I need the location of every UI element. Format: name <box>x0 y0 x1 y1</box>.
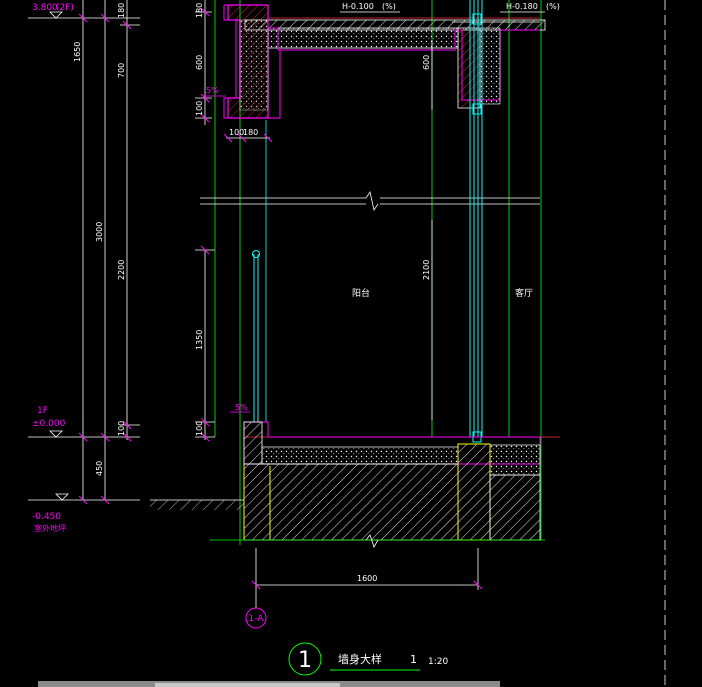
floor-height-left: H-0.100 <box>342 2 374 11</box>
room-label-left: 阳台 <box>352 287 370 299</box>
dim-wall-180: 180 <box>195 3 204 18</box>
dim-3000: 3000 <box>95 222 104 242</box>
title-text: 墙身大样 <box>338 652 382 666</box>
level-outdoor-name: 室外地坪 <box>34 523 66 533</box>
glass-wall <box>452 0 540 443</box>
axis-label: 1-A <box>249 614 265 624</box>
level-2f-name: (2F) <box>56 3 74 13</box>
dim-wall-600: 600 <box>195 55 204 70</box>
dim-2100: 2100 <box>422 260 431 280</box>
horizontal-scrollbar[interactable] <box>38 681 500 687</box>
dim-sill-100: 100 <box>195 421 204 436</box>
dim-1350: 1350 <box>195 330 204 350</box>
dim-beam-180: 180 <box>243 128 258 137</box>
dim-1650: 1650 <box>73 42 82 62</box>
dim-700: 700 <box>117 63 126 78</box>
dim-wall-100: 100 <box>195 101 204 116</box>
dim-beam-100: 100 <box>229 128 244 137</box>
level-1f-marker <box>49 430 63 438</box>
dim-1600: 1600 <box>357 574 377 583</box>
dim-180-top: 180 <box>117 3 126 18</box>
reference-lines <box>214 0 666 687</box>
dim-100-bottom: 100 <box>117 421 126 436</box>
floor-height-right: H-0.180 <box>506 2 538 11</box>
level-outdoor-elevation: -0.450 <box>32 512 61 522</box>
slope-mark-bottom: 5% <box>235 403 248 412</box>
wall-dimension-lines <box>195 0 483 608</box>
slope-markers <box>203 95 250 413</box>
title-sheet-ref: 1 <box>410 653 417 666</box>
level-1f-elevation: ±0.000 <box>32 419 66 429</box>
floor-height-right-suffix: (%) <box>546 2 560 11</box>
level-1f-name: 1F <box>37 406 48 416</box>
dim-450: 450 <box>95 461 104 476</box>
floor-slab <box>150 421 545 548</box>
title-block: 1 墙身大样 1 1:20 <box>288 642 448 676</box>
level-outdoor-marker <box>55 493 69 501</box>
level-2f-elevation: 3.800 <box>32 3 58 13</box>
dim-right-600: 600 <box>422 55 431 70</box>
slope-mark-top: 5% <box>206 86 219 95</box>
upper-slab <box>223 4 546 119</box>
axis-bubble: 1-A <box>245 607 267 629</box>
scrollbar-thumb[interactable] <box>155 683 340 687</box>
dim-2200: 2200 <box>117 260 126 280</box>
level-2f-marker <box>49 11 63 19</box>
title-scale: 1:20 <box>428 657 448 667</box>
break-line <box>200 190 540 212</box>
floor-height-left-suffix: (%) <box>382 2 396 11</box>
left-dimension-group <box>28 0 140 505</box>
room-label-right: 客厅 <box>515 287 533 299</box>
railing <box>252 120 267 422</box>
title-number: 1 <box>298 648 312 673</box>
